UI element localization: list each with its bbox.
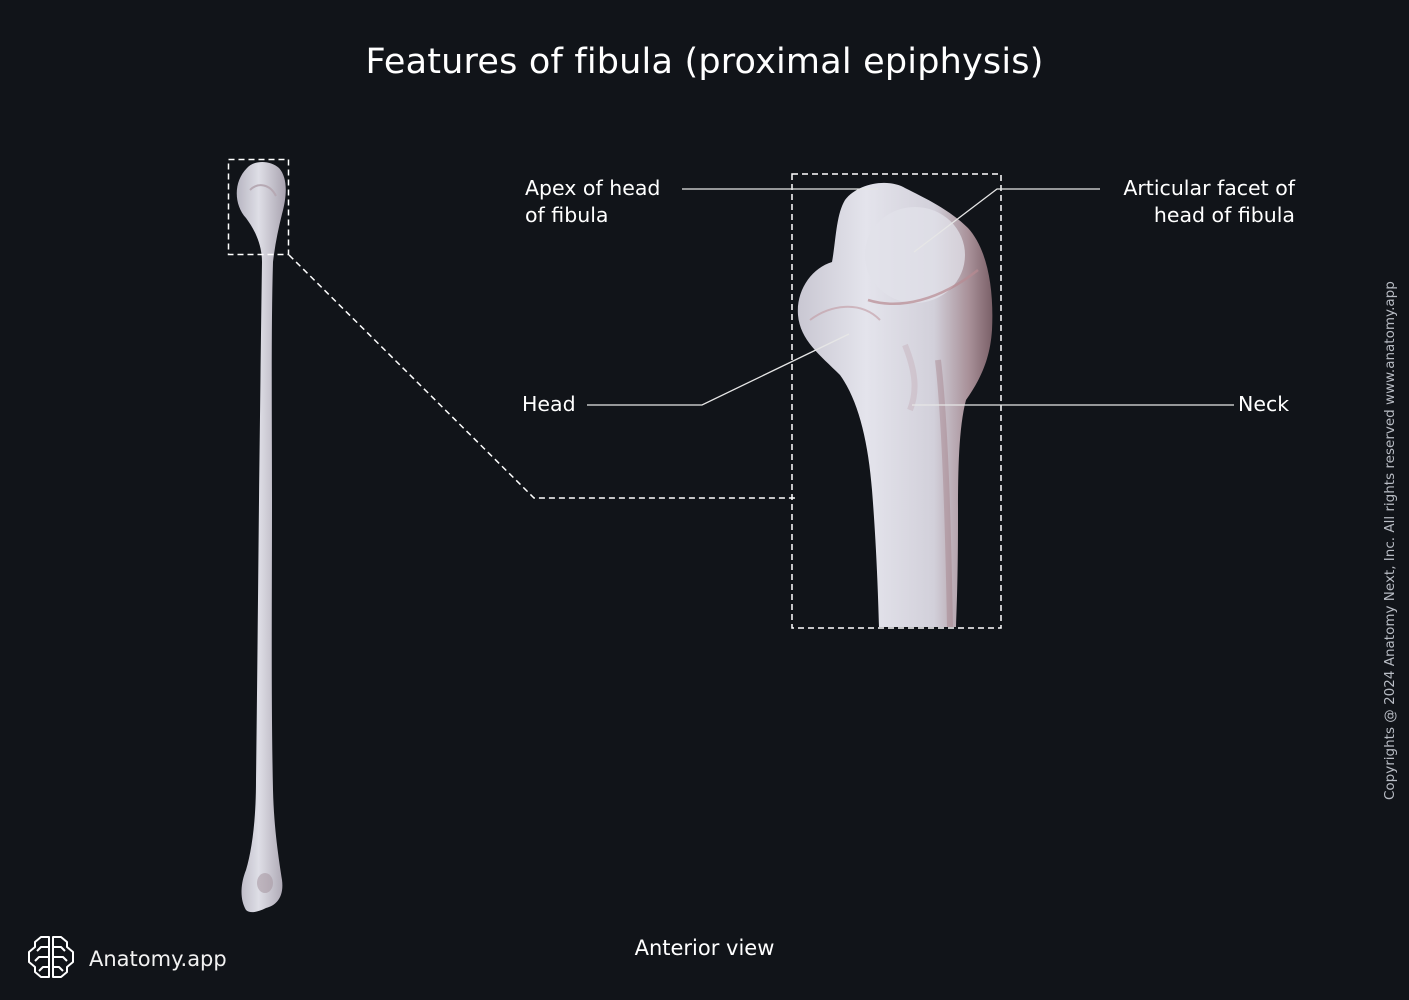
leader-head — [587, 333, 850, 406]
label-apex-line-2: of fibula — [525, 203, 609, 227]
brand-logo[interactable]: Anatomy.app — [25, 934, 227, 984]
leader-articular-facet — [913, 188, 1100, 253]
selection-box-large — [791, 173, 1002, 629]
selection-box-small — [227, 158, 290, 256]
view-caption: Anterior view — [634, 936, 775, 960]
label-head: Head — [522, 392, 576, 416]
enlarged-fibula-head — [797, 182, 993, 628]
label-articular-facet: Articular facet of head of fibula — [1123, 175, 1295, 229]
label-apex-of-head: Apex of head of fibula — [525, 175, 660, 229]
full-fibula — [236, 162, 286, 913]
label-neck: Neck — [1238, 392, 1290, 416]
copyright-notice: Copyrights @ 2024 Anatomy Next, Inc. All… — [1382, 281, 1398, 800]
brand-name: Anatomy.app — [89, 947, 227, 971]
page-title: Features of fibula (proximal epiphysis) — [365, 42, 1044, 82]
label-apex-line-1: Apex of head — [525, 176, 661, 200]
label-facet-line-2: head of fibula — [1153, 203, 1295, 227]
zoom-connector — [288, 254, 797, 499]
brain-icon — [25, 933, 77, 985]
label-facet-line-1: Articular facet of — [1123, 176, 1295, 200]
